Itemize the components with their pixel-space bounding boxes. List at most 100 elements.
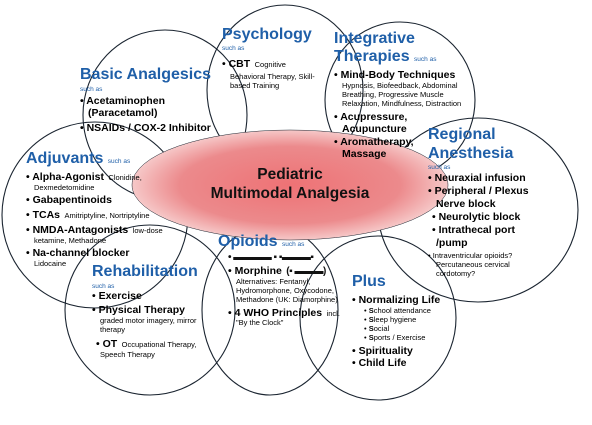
opioids-item-morphine: Morphine (228, 265, 282, 277)
integrative-such-as: such as (414, 56, 437, 63)
opioids-such-as: such as (282, 241, 305, 248)
regional-item-neurolytic: Neurolytic block (428, 211, 529, 224)
basic-analgesics-title: Basic Analgesics (80, 66, 212, 83)
integrative-item-acupuncture: Acupuncture (342, 123, 407, 135)
plus-sub-sleep-first: S (368, 315, 374, 324)
psychology-such-as: such as (222, 45, 245, 52)
plus-sub-school: • School attendance (364, 306, 431, 315)
regional-title-line1: Regional (428, 126, 496, 143)
plus-sub-sports: • Sports / Exercise (364, 333, 426, 342)
adjuvants-item-nmda-detail: ketamine, Methadone (34, 236, 107, 245)
basic-item-acetaminophen: Acetaminophen (80, 95, 211, 107)
regional-list: Neuraxial infusion Peripheral / Plexus N… (428, 172, 529, 278)
plus-sub-school-rest: chool attendance (373, 306, 431, 315)
plus-item-spirituality: Spirituality (352, 345, 440, 357)
rehabilitation-item-ot-inline: Occupational Therapy, (121, 340, 197, 349)
integrative-item-massage: Massage (342, 148, 387, 160)
plus-sub-sports-first: S (368, 333, 374, 342)
plus-sleep-list: • School attendance • Sleep hygiene • So… (352, 306, 440, 342)
psychology-item-cbt: CBT (222, 58, 250, 70)
integrative-item-mind-body: Mind-Body Techniques (334, 69, 461, 81)
integrative-item-mind-body-detail-2: Breathing, Progressive Muscle (342, 90, 444, 99)
adjuvants-item-na-channel: Na-channel blocker (26, 247, 163, 259)
rehabilitation-item-exercise: Exercise (92, 291, 197, 302)
basic-item-nsaids: NSAIDs / COX-2 Inhibitor (80, 122, 211, 134)
adjuvants-item-nmda: NMDA-Antagonists (26, 224, 128, 236)
rehabilitation-title: Rehabilitation (92, 263, 198, 280)
rehabilitation-item-pt-detail-2: therapy (100, 325, 126, 334)
plus-sub-social-first: S (368, 324, 374, 333)
integrative-title-line2: Therapies (334, 48, 410, 65)
center-title-line1: Pediatric (257, 166, 323, 183)
opioids-item-who: 4 WHO Principles (228, 307, 322, 319)
rehabilitation-item-physical-therapy: Physical Therapy (92, 305, 197, 316)
regional-title-line2: Anesthesia (428, 145, 514, 162)
adjuvants-heading: Adjuvants such as (26, 150, 130, 168)
regional-item-nerve-block: Nerve block (436, 198, 496, 210)
regional-item-intrathecal: Intrathecal port (428, 224, 529, 237)
opioids-item-who-inline: incl. (326, 309, 340, 318)
integrative-list: Mind-Body Techniques Hypnosis, Biofeedba… (334, 69, 461, 160)
opioids-list: Morphine (▪ ▬▬▬) Alternatives: Fentanyl,… (228, 265, 340, 327)
adjuvants-title: Adjuvants (26, 150, 104, 167)
adjuvants-item-nmda-inline: low-dose (132, 226, 163, 235)
regional-title: Regional Anesthesia (428, 125, 513, 163)
opioids-obscured-scribble-2: (▪ ▬▬▬) (286, 266, 326, 277)
regional-item-cordotomy-2: cordotomy? (436, 269, 476, 278)
integrative-title: Integrative Therapies such as (334, 30, 436, 69)
plus-circle (299, 235, 457, 401)
opioids-obscured-scribble-1: • ▬▬▬▬ ▪ ▪▬▬▬▪ (228, 252, 314, 263)
rehabilitation-circle (64, 224, 236, 396)
center-title-line2: Multimodal Analgesia (210, 185, 370, 202)
psychology-item-cbt-detail-2: based Training (230, 81, 280, 90)
opioids-item-morphine-detail-1: Alternatives: Fentanyl, (236, 277, 311, 286)
plus-sub-social: • Social (364, 324, 390, 333)
integrative-item-acupressure: Acupressure, (334, 111, 461, 123)
adjuvants-item-tcas-inline: Amitriptyline, Nortriptyline (64, 211, 150, 220)
adjuvants-item-tcas: TCAs (26, 209, 60, 221)
plus-sub-sleep-rest: leep hygiene (373, 315, 417, 324)
adjuvants-such-as: such as (107, 158, 131, 165)
rehabilitation-item-ot-detail: Speech Therapy (100, 350, 155, 359)
regional-item-cordotomy-1: Percutaneous cervical (436, 260, 510, 269)
rehabilitation-list: Exercise Physical Therapy graded motor i… (92, 291, 197, 360)
opioids-title: Opioids (218, 233, 278, 250)
psychology-item-cbt-detail-inline: Cognitive (254, 60, 286, 69)
adjuvants-list: Alpha-Agonist Clonidine, Dexmedetomidine… (26, 170, 163, 268)
basic-analgesics-such-as: such as (80, 86, 103, 93)
plus-list: Normalizing Life • School attendance • S… (352, 294, 441, 369)
plus-item-child-life: Child Life (352, 357, 440, 369)
regional-item-intraventricular: Intraventricular opioids? (428, 251, 529, 260)
plus-title: Plus (352, 273, 386, 290)
regional-such-as: such as (428, 164, 451, 171)
opioids-item-morphine-detail-2: Hydromorphone, Oxycodone, (236, 286, 334, 295)
rehabilitation-item-ot: OT (92, 338, 117, 350)
integrative-item-aromatherapy: Aromatherapy, (334, 136, 461, 148)
psychology-item-cbt-detail-1: Behavioral Therapy, Skill- (230, 72, 315, 81)
regional-item-neuraxial: Neuraxial infusion (428, 172, 529, 185)
opioids-item-who-detail: "By the Clock" (236, 318, 284, 327)
plus-sub-sleep: • Sleep hygiene (364, 315, 417, 324)
basic-analgesics-list: Acetaminophen (Paracetamol) NSAIDs / COX… (80, 95, 211, 134)
opioids-item-morphine-detail-3: Methadone (UK: Diamorphine) (236, 295, 338, 304)
integrative-title-line1: Integrative (334, 30, 415, 47)
adjuvants-item-alpha-agonist-inline: Clonidine, (108, 173, 142, 182)
adjuvants-item-alpha-agonist-detail: Dexmedetomidine (34, 183, 95, 192)
psychology-list: CBT Cognitive Behavioral Therapy, Skill-… (222, 54, 315, 90)
plus-sub-school-first: S (368, 306, 374, 315)
rehabilitation-item-pt-detail-1: graded motor imagery, mirror (100, 316, 197, 325)
integrative-item-mind-body-detail-3: Relaxation, Mindfulness, Distraction (342, 99, 462, 108)
rehabilitation-such-as: such as (92, 283, 115, 290)
plus-sub-sports-rest: ports / Exercise (373, 333, 426, 342)
integrative-item-mind-body-detail-1: Hypnosis, Biofeedback, Abdominal (342, 81, 458, 90)
center-title: Pediatric Multimodal Analgesia (190, 165, 390, 203)
regional-item-peripheral: Peripheral / Plexus (428, 185, 529, 198)
regional-item-pump: /pump (436, 237, 468, 249)
adjuvants-item-alpha-agonist: Alpha-Agonist (26, 171, 104, 183)
psychology-title: Psychology (222, 26, 312, 43)
adjuvants-item-gabapentinoids: Gabapentinoids (26, 194, 163, 206)
opioids-heading: Opioids such as (218, 233, 304, 251)
plus-sub-social-rest: ocial (373, 324, 390, 333)
basic-item-paracetamol: (Paracetamol) (88, 107, 158, 119)
plus-item-normalizing-life: Normalizing Life (352, 294, 441, 306)
